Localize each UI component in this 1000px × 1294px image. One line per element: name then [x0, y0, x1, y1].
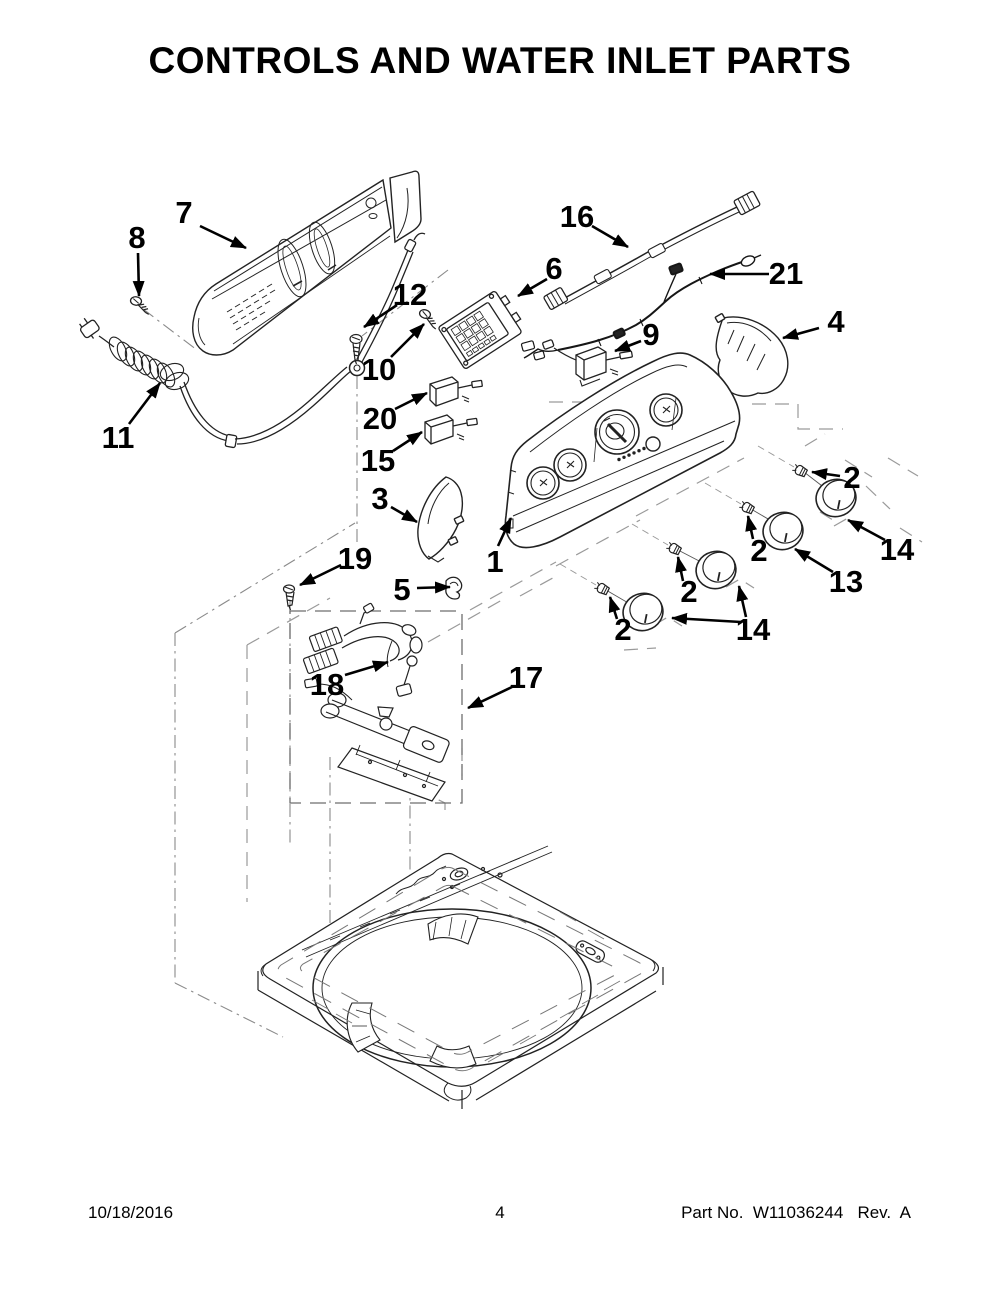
footer-part-number: Part No. W11036244 Rev. A: [681, 1203, 911, 1222]
power-button-opening: [645, 436, 661, 452]
switch-15: [424, 414, 478, 445]
screw-12: [349, 333, 363, 365]
callout-19: 19: [338, 541, 372, 576]
callout-9: 9: [642, 317, 659, 352]
callout-15: 15: [361, 443, 395, 478]
callout-1: 1: [486, 544, 503, 579]
washer-top-panel: [257, 845, 664, 1109]
callout-7: 7: [175, 195, 192, 230]
screw-19: [282, 584, 296, 611]
callout-8: 8: [128, 220, 145, 255]
callout-5: 5: [393, 572, 410, 607]
callout-14b: 14: [736, 612, 771, 647]
power-cord: [79, 232, 426, 449]
water-inlet-valve-assembly: [302, 602, 450, 802]
footer-date: 10/18/2016: [88, 1203, 174, 1222]
callout-6: 6: [545, 251, 562, 286]
timer-dial: [594, 409, 640, 455]
console-knob-openings: [526, 393, 683, 500]
callout-17: 17: [509, 660, 543, 695]
console-panel: [504, 352, 741, 549]
console-end-cap-left: [417, 476, 465, 563]
callout-14a: 14: [880, 532, 915, 567]
callout-2b: 2: [750, 533, 767, 568]
callout-13: 13: [829, 564, 863, 599]
callout-4: 4: [827, 304, 845, 339]
callout-2d: 2: [614, 612, 631, 647]
callout-12: 12: [393, 277, 427, 312]
callout-2c: 2: [680, 574, 697, 609]
footer-page-number: 4: [495, 1203, 505, 1222]
callout-11: 11: [102, 420, 135, 455]
callout-16: 16: [560, 199, 594, 234]
callout-3: 3: [371, 481, 388, 516]
callout-18: 18: [310, 667, 344, 702]
water-inlet-dashed-box: [289, 610, 463, 804]
wire-harness-21: [520, 254, 762, 361]
callout-arrows: [127, 224, 886, 710]
status-led-row: [617, 446, 646, 462]
wire-harness-16: [543, 190, 761, 310]
console-end-cap-right: [714, 313, 789, 397]
page-title: CONTROLS AND WATER INLET PARTS: [148, 40, 852, 81]
control-board: [438, 291, 522, 369]
callout-20: 20: [363, 401, 397, 436]
rear-console-panel: [192, 170, 422, 356]
switch-9: [542, 339, 633, 387]
callout-labels: 7 8 11 12 10 20 15 3 1 5 19 18 17 16 6 2…: [102, 195, 915, 702]
callout-2a: 2: [843, 460, 860, 495]
callout-21: 21: [769, 256, 803, 291]
screw-8: [128, 295, 152, 316]
switch-20: [429, 376, 483, 407]
callout-10: 10: [362, 352, 396, 387]
ground-ring-terminal: [348, 359, 366, 377]
